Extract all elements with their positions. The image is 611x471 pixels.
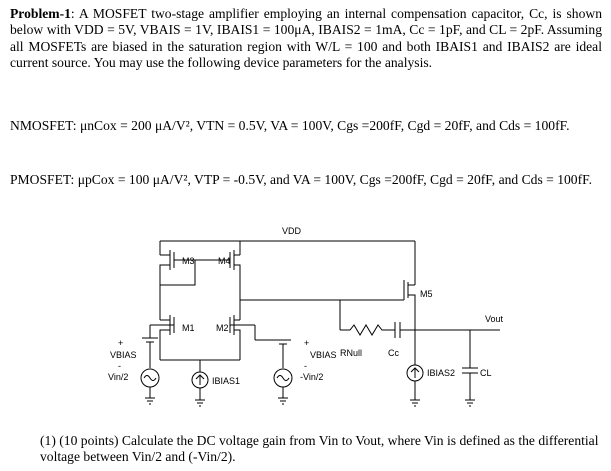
vdd-label: VDD (282, 226, 302, 236)
m5-label: M5 (420, 289, 433, 299)
vbias-right-label: VBIAS (310, 350, 337, 360)
plus-left: + (118, 338, 123, 348)
m2-label: M2 (216, 323, 229, 333)
vbias-left-label: VBIAS (110, 350, 137, 360)
vin-half-left-label: Vin/2 (108, 372, 128, 382)
m3-label: M3 (182, 256, 195, 266)
ibias1-label: IBIAS1 (212, 376, 240, 386)
vin-half-right-label: -Vin/2 (300, 372, 323, 382)
plus-right: + (304, 338, 309, 348)
problem-heading: Problem-1 (10, 6, 71, 21)
problem-intro: : A MOSFET two-stage amplifier employing… (10, 6, 602, 71)
question-1: (1) (10 points) Calculate the DC voltage… (40, 433, 599, 464)
cc-label: Cc (388, 348, 399, 358)
m1-label: M1 (182, 323, 195, 333)
minus-left: - (118, 361, 121, 371)
cl-label: CL (480, 368, 492, 378)
ibias2-label: IBIAS2 (427, 368, 455, 378)
nmos-parameters: NMOSFET: μnCox = 200 μA/V², VTN = 0.5V, … (10, 118, 570, 133)
vout-label: Vout (485, 314, 504, 324)
pmos-parameters: PMOSFET: μpCox = 100 μA/V², VTP = -0.5V,… (10, 172, 593, 187)
rnull-label: RNull (340, 348, 362, 358)
m4-label: M4 (218, 256, 231, 266)
minus-right: - (304, 361, 307, 371)
problem-statement: Problem-1: A MOSFET two-stage amplifier … (10, 6, 602, 72)
